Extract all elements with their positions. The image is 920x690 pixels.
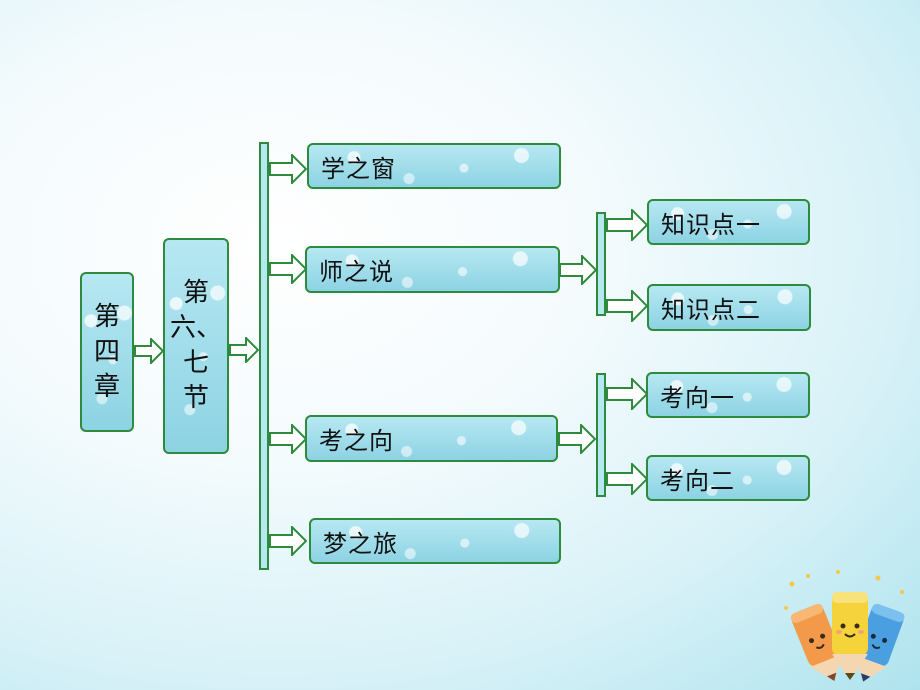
item-box-kaozhixiang: 考之向: [305, 415, 558, 462]
section-box: 第 六、 七 节: [163, 238, 229, 454]
arrow-icon: [606, 463, 648, 495]
item-label: 师之说: [319, 258, 394, 286]
section-char: 第: [182, 278, 209, 308]
section-char: 七: [182, 348, 209, 378]
chapter-char: 章: [93, 371, 120, 402]
arrow-icon: [606, 209, 648, 241]
arrow-icon: [134, 338, 164, 364]
arrow-icon: [269, 526, 307, 556]
arrow-icon: [606, 378, 648, 410]
section-char: 节: [182, 383, 209, 413]
item-box-xuezhichuang: 学之窗: [307, 143, 561, 189]
pencils-icon: [784, 570, 905, 682]
item-box-shizhishuo: 师之说: [305, 246, 560, 293]
arrow-icon: [559, 255, 597, 285]
item-label: 考之向: [319, 427, 394, 455]
sub-label: 考向一: [660, 383, 735, 412]
arrow-icon: [269, 424, 307, 454]
item-label: 梦之旅: [323, 529, 398, 558]
arrow-icon: [606, 290, 648, 322]
sub-box-zhishidian2: 知识点二: [647, 284, 811, 331]
sub-bracket-bar-shuo: [596, 212, 606, 316]
item-box-mengzhilv: 梦之旅: [309, 518, 561, 564]
main-bracket-bar: [259, 142, 269, 570]
chapter-box: 第 四 章: [80, 272, 134, 432]
section-char: 六、: [169, 313, 222, 343]
arrow-icon: [269, 254, 307, 284]
chapter-char: 第: [93, 301, 120, 332]
sub-label: 知识点二: [661, 296, 761, 324]
sub-box-zhishidian1: 知识点一: [647, 199, 810, 245]
sub-box-kaoxiang1: 考向一: [646, 372, 810, 418]
chapter-char: 四: [93, 336, 120, 367]
item-label: 学之窗: [321, 154, 396, 183]
sub-bracket-bar-xiang: [596, 373, 606, 497]
sub-label: 考向二: [660, 466, 735, 495]
sub-box-kaoxiang2: 考向二: [646, 455, 810, 501]
arrow-icon: [558, 424, 596, 454]
arrow-icon: [229, 337, 259, 363]
sub-label: 知识点一: [661, 210, 761, 239]
arrow-icon: [269, 154, 307, 184]
